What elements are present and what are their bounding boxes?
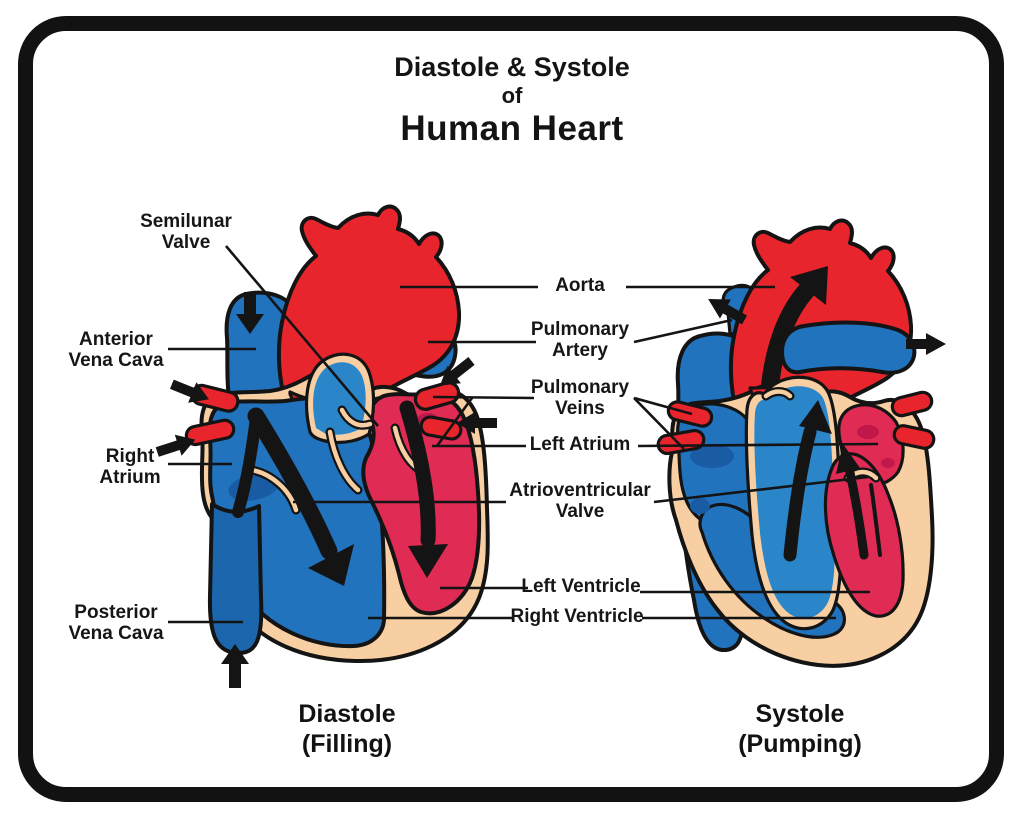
label-anterior-vena-cava: Anterior Vena Cava: [68, 329, 164, 371]
label-posterior-vena-cava: Posterior Vena Cava: [68, 602, 164, 644]
ejection-arrow-aorta: [761, 266, 828, 395]
title-line-1: Diastole & Systole: [394, 52, 630, 82]
label-atrioventricular-valve: Atrioventricular Valve: [509, 480, 651, 522]
systole-heart-illustration: [656, 218, 946, 668]
diagram-title: Diastole & Systole of Human Heart: [394, 52, 630, 150]
outflow-chamber-inner-left-heart: [313, 362, 366, 435]
leader-atrioventricular-valve-right: [653, 475, 869, 504]
diastole-heart-illustration: [155, 204, 497, 688]
title-line-2: of: [501, 83, 523, 109]
leader-pulmonary-veins-right-a: [633, 396, 693, 416]
blood-flow-arrow-left-side: [399, 400, 448, 578]
leader-semilunar-valve: [225, 245, 379, 427]
inflow-arrows-left-heart: [155, 292, 497, 688]
label-right-ventricle: Right Ventricle: [510, 606, 644, 627]
caption-systole: Systole (Pumping): [738, 700, 862, 758]
leader-pulmonary-veins-right-b: [633, 397, 685, 450]
pumping-arrow-left-ventricle: [836, 444, 882, 560]
semilunar-valve-cusps: [337, 405, 375, 430]
leader-pulmonary-veins-left-a: [432, 395, 535, 400]
label-left-ventricle: Left Ventricle: [521, 576, 641, 597]
label-left-atrium: Left Atrium: [529, 434, 631, 455]
label-semilunar-valve: Semilunar Valve: [140, 211, 232, 253]
label-pulmonary-artery: Pulmonary Artery: [530, 319, 630, 361]
rounded-border-frame: [18, 16, 1004, 802]
label-right-atrium: Right Atrium: [99, 446, 161, 488]
caption-diastole: Diastole (Filling): [298, 700, 396, 758]
blood-flow-arrow-right-side: [232, 407, 354, 586]
pulmonary-vein-stubs-right-heart: [656, 390, 936, 456]
valve-flaps-left-heart: [247, 423, 429, 515]
posterior-vena-cava-shape: [207, 502, 264, 656]
title-line-3: Human Heart: [400, 109, 624, 149]
leader-left-atrium-right: [637, 442, 879, 448]
pulmonary-artery-band-right-heart: [780, 320, 917, 375]
outflow-arrows-right-heart: [708, 299, 946, 355]
leader-lines: [168, 245, 879, 624]
shading-patches-right-heart: [690, 425, 895, 514]
leader-pulmonary-artery-right: [633, 318, 733, 344]
label-pulmonary-veins: Pulmonary Veins: [530, 377, 630, 419]
label-aorta: Aorta: [555, 275, 605, 296]
leader-pulmonary-veins-left-b: [435, 397, 474, 447]
